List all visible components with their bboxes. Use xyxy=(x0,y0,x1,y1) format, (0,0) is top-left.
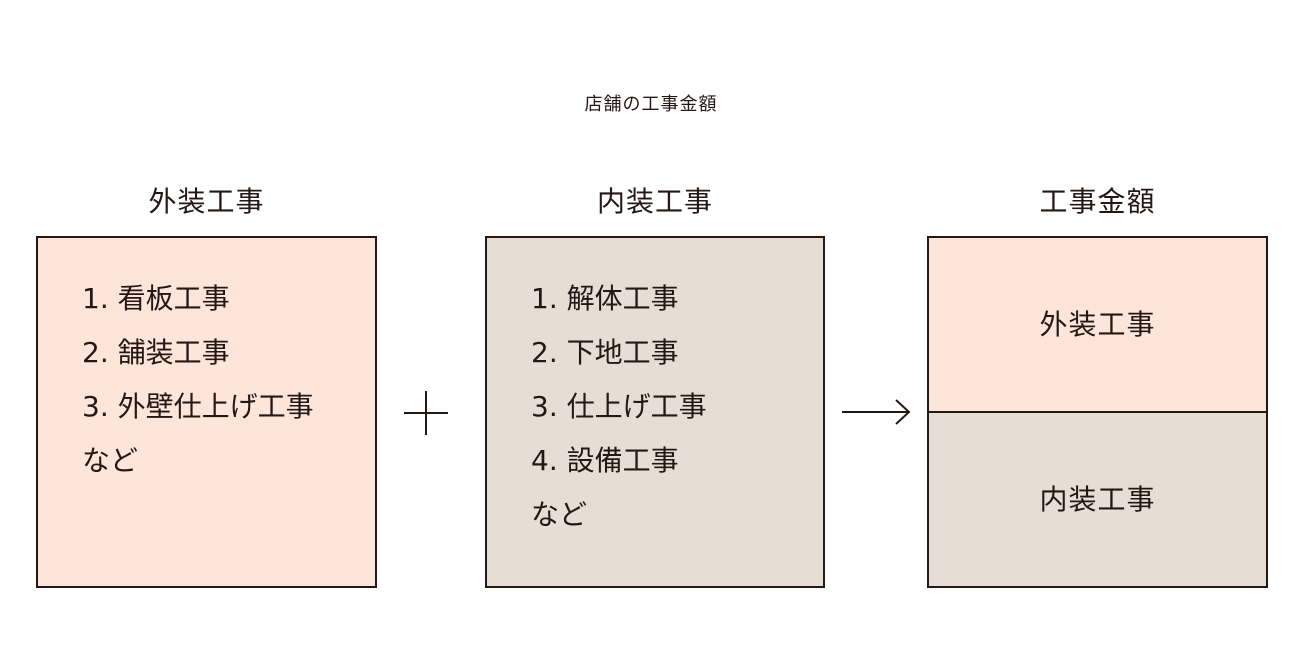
list-item: 3. 外壁仕上げ工事 xyxy=(82,390,314,423)
list-item: 1. 解体工事 xyxy=(531,282,679,315)
list-item: など xyxy=(82,444,139,477)
list-item: 2. 舗装工事 xyxy=(82,336,230,369)
arrow-right-icon xyxy=(842,399,911,425)
list-item: 1. 看板工事 xyxy=(82,282,230,315)
interior-title: 内装工事 xyxy=(596,185,713,218)
plus-icon xyxy=(404,391,448,435)
interior-box: 1. 解体工事 2. 下地工事 3. 仕上げ工事 4. 設備工事 など xyxy=(485,236,825,588)
total-interior-label: 内装工事 xyxy=(1039,482,1156,516)
total-box: 外装工事 内装工事 xyxy=(927,236,1268,588)
diagram-caption: 店舗の工事金額 xyxy=(584,94,718,115)
exterior-title: 外装工事 xyxy=(148,185,265,218)
total-exterior-section: 外装工事 xyxy=(929,238,1266,413)
list-item: 4. 設備工事 xyxy=(531,444,679,477)
total-title: 工事金額 xyxy=(1039,185,1156,218)
total-interior-section: 内装工事 xyxy=(929,413,1266,586)
total-exterior-label: 外装工事 xyxy=(1039,307,1156,341)
interior-list: 1. 解体工事 2. 下地工事 3. 仕上げ工事 4. 設備工事 など xyxy=(531,272,707,542)
list-item: 3. 仕上げ工事 xyxy=(531,390,707,423)
list-item: 2. 下地工事 xyxy=(531,336,679,369)
exterior-box: 1. 看板工事 2. 舗装工事 3. 外壁仕上げ工事 など xyxy=(36,236,377,588)
list-item: など xyxy=(531,498,588,531)
exterior-list: 1. 看板工事 2. 舗装工事 3. 外壁仕上げ工事 など xyxy=(82,272,314,488)
